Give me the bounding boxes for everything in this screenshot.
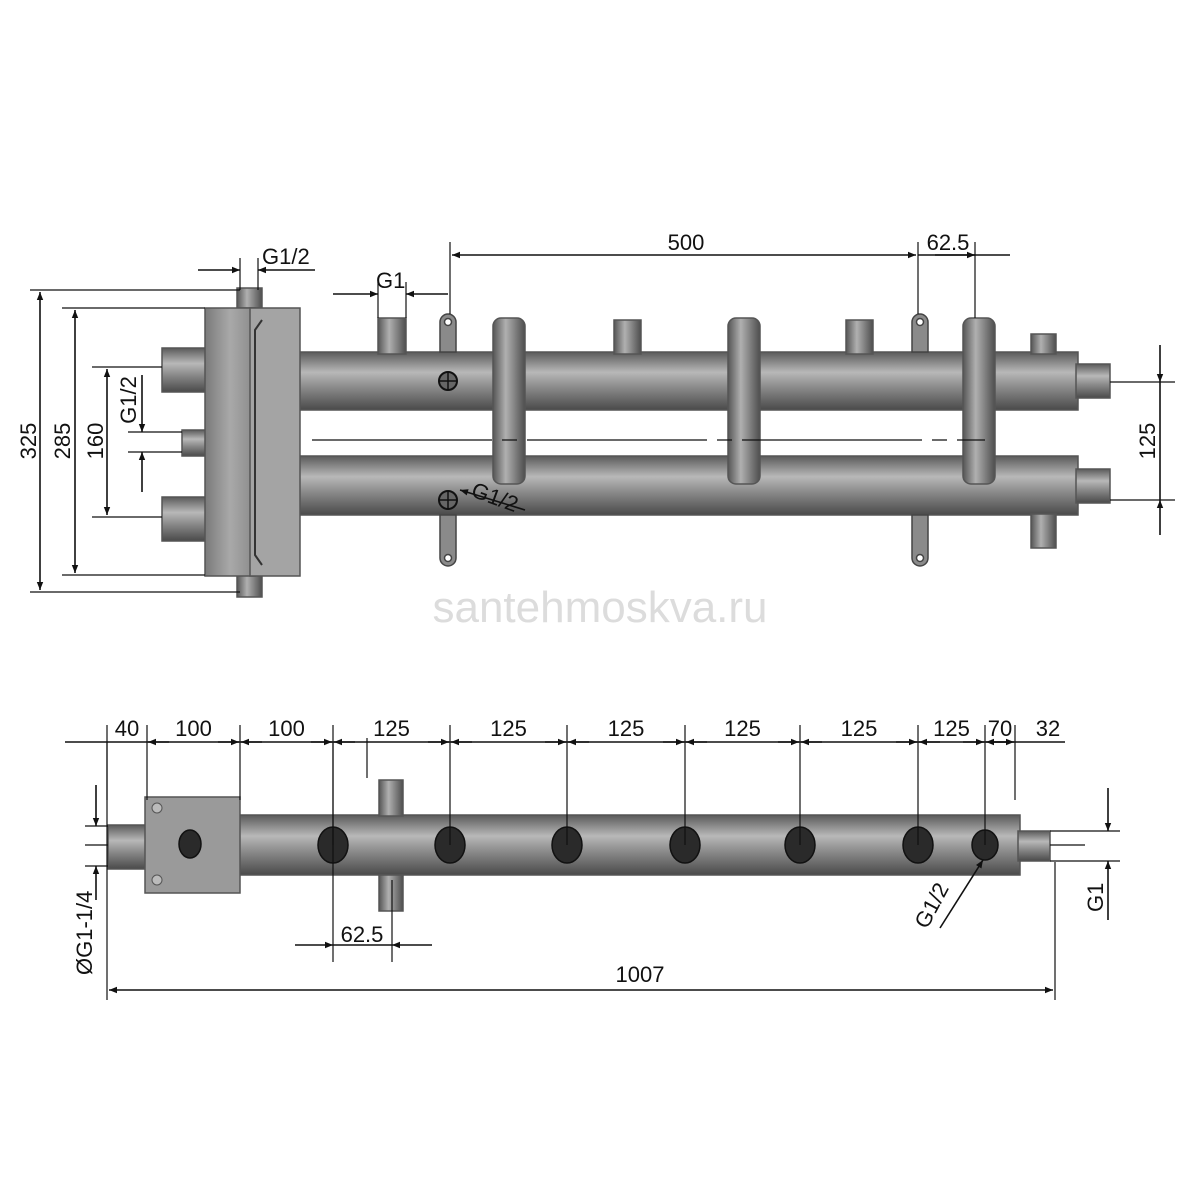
supply-pipe	[297, 351, 1079, 411]
dim-side-center-port: G1/2	[116, 376, 141, 424]
chain-dim-label: 32	[1036, 716, 1060, 741]
clamp-2	[727, 317, 761, 485]
dim-side-port-spacing: 160	[83, 423, 108, 460]
return-pipe-end	[1075, 468, 1111, 504]
dim-supply-port: G1	[376, 268, 405, 293]
left-stub-center	[181, 429, 208, 457]
dim-flange-height: 285	[50, 423, 75, 460]
inlet-stub	[107, 824, 149, 870]
bottom-view: 40 100 100 125 125 125 125 125 125 70 32 62.5 1007…	[65, 716, 1120, 1000]
dim-top-port: G1/2	[262, 244, 310, 269]
chain-dim-label: 125	[841, 716, 878, 741]
chain-dim-label: 100	[175, 716, 212, 741]
stub-4	[1030, 333, 1057, 355]
left-stub-upper	[161, 347, 208, 393]
top-vertical-stub	[378, 779, 404, 817]
top-stub	[236, 287, 263, 309]
separator-plate	[249, 307, 301, 577]
chain-dim-label: 125	[608, 716, 645, 741]
chain-dim-label: 125	[373, 716, 410, 741]
separator-flange	[204, 307, 256, 577]
chain-dim-label: 125	[724, 716, 761, 741]
dim-overall-length: 1007	[616, 962, 665, 987]
dim-outlet-offset: 62.5	[927, 230, 970, 255]
stub-5	[1030, 513, 1057, 549]
stub-2	[613, 319, 642, 355]
dim-overall-height: 325	[16, 423, 41, 460]
chain-dim-label: 70	[988, 716, 1012, 741]
chain-dim-label: 125	[933, 716, 970, 741]
bottom-vertical-stub	[378, 874, 404, 912]
top-dimensions	[30, 242, 1175, 593]
dim-stub-offset: 62.5	[341, 922, 384, 947]
top-view: 325 285 160 G1/2 G1/2 G1 500 62.5 125 G1…	[16, 230, 1175, 598]
left-stub-lower	[161, 496, 208, 542]
bottom-stub	[236, 574, 263, 598]
header-pipe	[237, 814, 1021, 876]
clamp-1	[492, 317, 526, 485]
bottom-dimensions	[65, 725, 1120, 1000]
clamp-3	[962, 317, 996, 485]
supply-g1-stub	[377, 317, 407, 355]
chain-dim-label: 100	[268, 716, 305, 741]
dim-end-port: G1	[1083, 883, 1108, 912]
dim-outlet-port: G1/2	[909, 878, 953, 932]
chain-dim-label: 40	[115, 716, 139, 741]
chain-dim-label: 125	[490, 716, 527, 741]
dim-outlet-span: 500	[668, 230, 705, 255]
supply-pipe-end	[1075, 363, 1111, 399]
vent-plug-icons	[438, 371, 458, 510]
mounting-lugs	[439, 313, 929, 567]
end-stub	[1017, 830, 1051, 862]
dim-pipe-spacing: 125	[1135, 423, 1160, 460]
return-pipe	[297, 455, 1079, 516]
dim-inlet-diameter: ØG1-1/4	[72, 891, 97, 975]
watermark: santehmoskva.ru	[432, 583, 767, 632]
stub-3	[845, 319, 874, 355]
